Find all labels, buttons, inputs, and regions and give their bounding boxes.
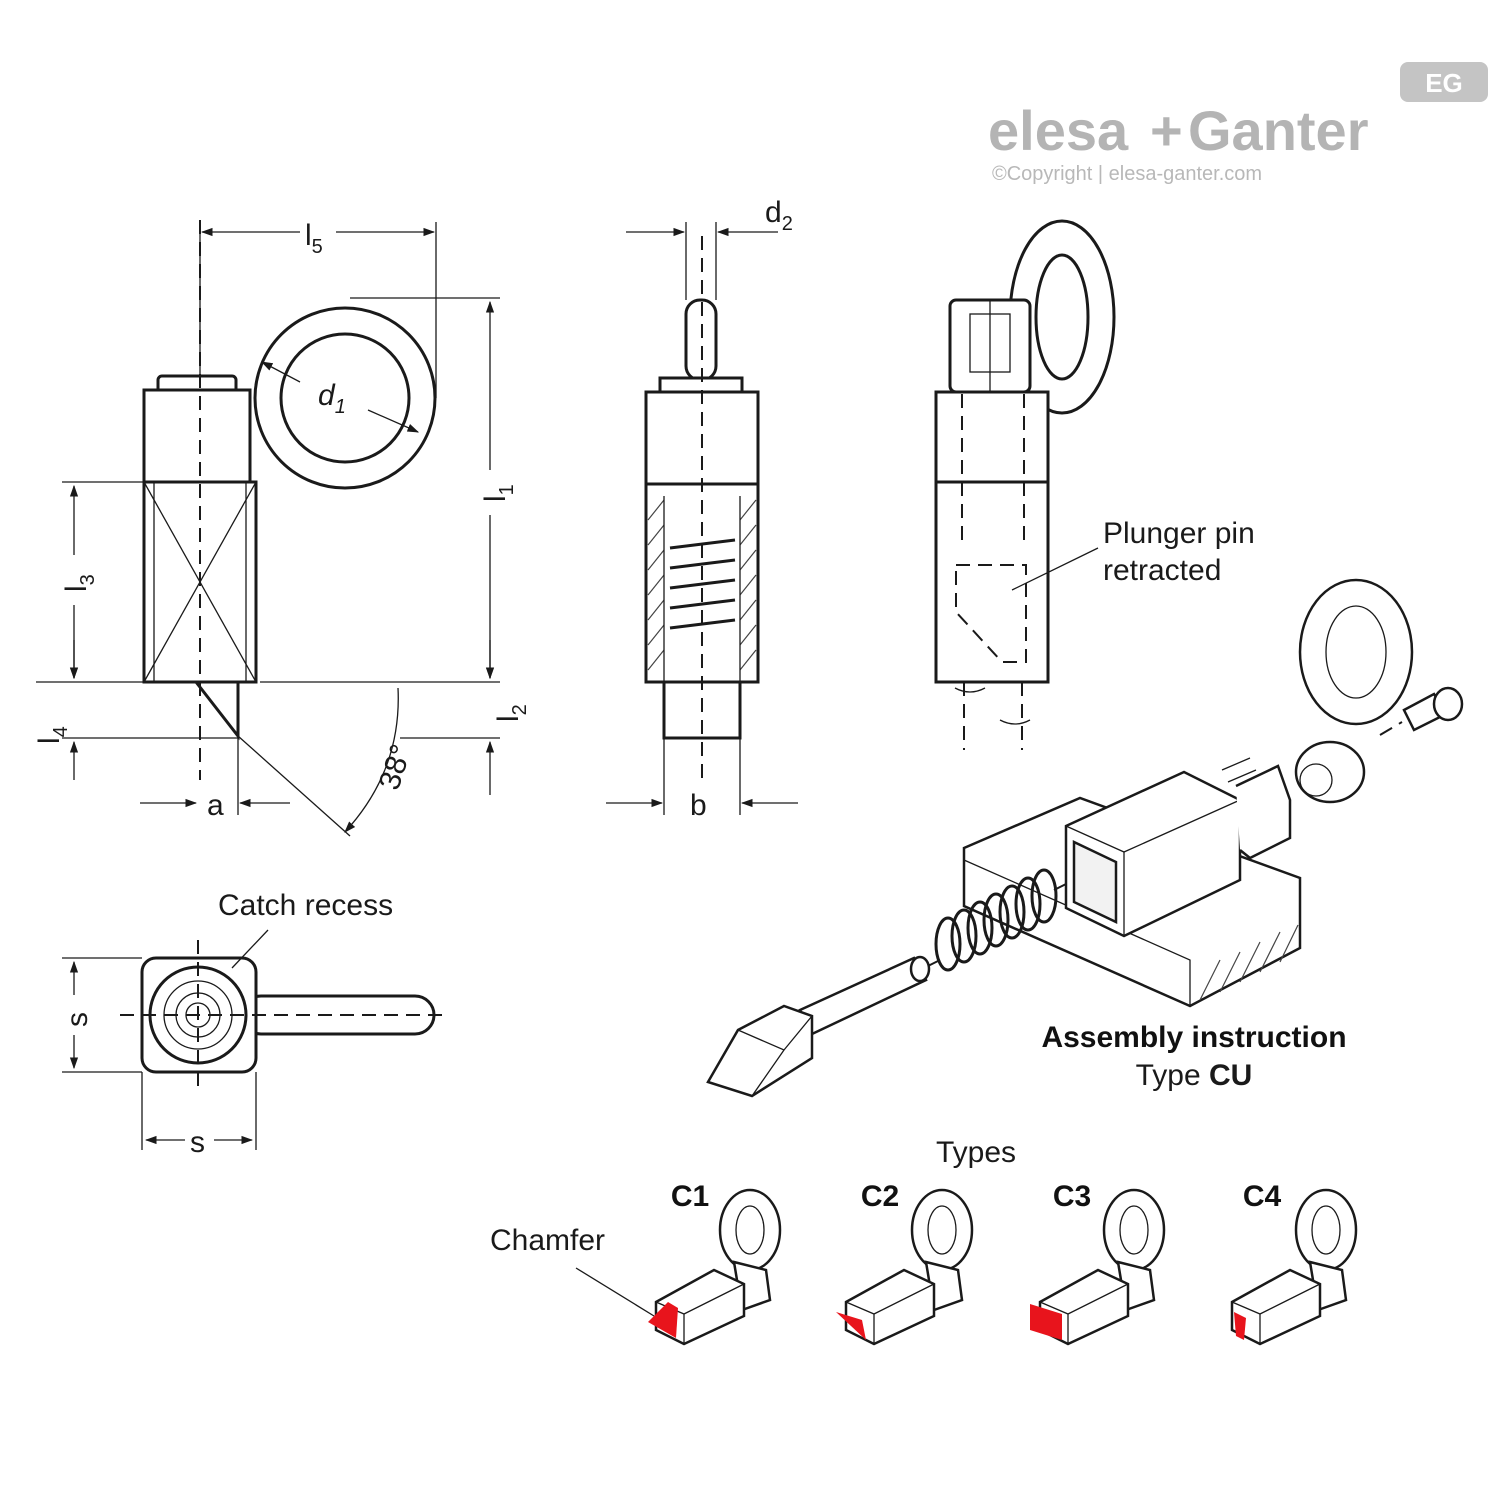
- side-view-retracted: Plunger pin retracted: [934, 219, 1255, 750]
- housing-opening: [1072, 840, 1118, 924]
- types-section: Types Chamfer C1 C2 C3: [490, 1136, 1358, 1346]
- dim-a: a: [207, 789, 224, 822]
- label-chamfer: Chamfer: [490, 1224, 605, 1257]
- chamfer-leader: [575, 1267, 655, 1317]
- side-upper: [934, 390, 1050, 484]
- types-heading: Types: [936, 1136, 1016, 1169]
- dim-l4: l4: [33, 726, 72, 744]
- type-c1-label: C1: [671, 1180, 709, 1213]
- logo-badge: [1400, 62, 1488, 102]
- section-view: d2 b: [606, 196, 798, 822]
- label-catch-recess: Catch recess: [218, 889, 393, 922]
- type-c2: C2: [836, 1180, 974, 1346]
- assembly-title: Assembly instruction: [1041, 1021, 1346, 1054]
- assembly-ring: [1298, 578, 1414, 726]
- logo-elesa: elesa: [988, 99, 1129, 162]
- label-plunger-line2: retracted: [1103, 554, 1221, 587]
- type-c4: C4: [1230, 1180, 1358, 1346]
- assembly-spring: [934, 868, 1058, 972]
- dim-d2: d2: [765, 196, 793, 235]
- dim-s-horizontal: s: [190, 1126, 205, 1159]
- side-ring-inner: [1034, 253, 1090, 381]
- assembly-plunger-head: [706, 1004, 814, 1098]
- dim-angle: 38°: [373, 741, 418, 794]
- type-c4-label: C4: [1243, 1180, 1282, 1213]
- top-ring-stem: [240, 994, 436, 1036]
- section-hatching: [647, 499, 757, 671]
- type-c4-chamfer: [1234, 1312, 1246, 1340]
- type-c1-chamfer: [648, 1302, 678, 1338]
- chamfered-tip: [192, 680, 240, 741]
- logo-ganter: Ganter: [1188, 99, 1369, 162]
- dim-b: b: [690, 789, 707, 822]
- type-c2-label: C2: [861, 1180, 899, 1213]
- logo-copyright: ©Copyright | elesa-ganter.com: [992, 163, 1262, 185]
- dim-l5: l5: [305, 219, 323, 258]
- type-c2-chamfer: [836, 1312, 866, 1340]
- pull-ring-inner: [279, 332, 411, 464]
- dim-l3: l3: [60, 574, 99, 592]
- type-c3-chamfer: [1030, 1304, 1062, 1340]
- assembly-plunger-shaft: [798, 956, 928, 1036]
- dim-l1: l1: [479, 484, 518, 502]
- upper-body: [142, 388, 252, 484]
- type-c1: C1: [648, 1180, 782, 1346]
- dim-s-vertical: s: [61, 1012, 94, 1027]
- assembly-illustration: Assembly instruction Type CU: [706, 578, 1464, 1098]
- assembly-type: Type CU: [1136, 1059, 1253, 1092]
- front-view: l5 d1 l1 l2 l3 l4 a 38°: [33, 219, 531, 837]
- type-c3-label: C3: [1053, 1180, 1091, 1213]
- type-c3: C3: [1030, 1180, 1166, 1346]
- top-view: Catch recess s s: [61, 889, 450, 1159]
- dim-d1: d1: [318, 379, 346, 418]
- retracted-pin-outline: [955, 564, 1027, 663]
- dim-l2: l2: [492, 704, 531, 722]
- logo-badge-text: EG: [1425, 68, 1463, 98]
- brand-logo: elesa + Ganter EG ©Copyright | elesa-gan…: [988, 62, 1488, 185]
- label-plunger-line1: Plunger pin: [1103, 517, 1255, 550]
- logo-plus: +: [1150, 99, 1183, 162]
